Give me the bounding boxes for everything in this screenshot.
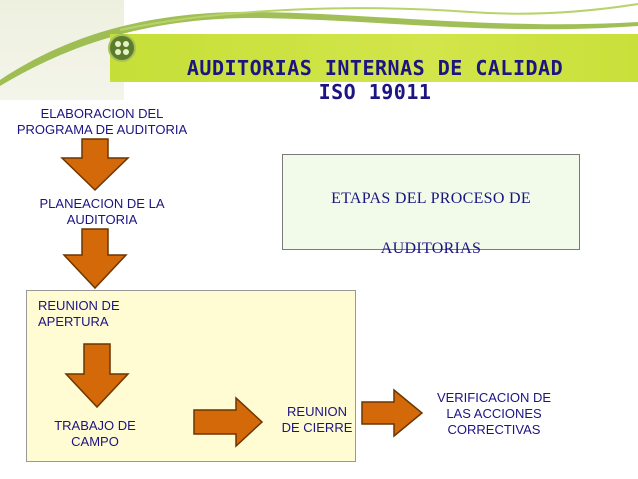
title-bar [110, 34, 638, 82]
etapas-box [282, 154, 580, 250]
etapas-line-2: AUDITORIAS [380, 240, 482, 257]
arrow-icon [361, 388, 424, 438]
step-verificacion: VERIFICACION DE LAS ACCIONES CORRECTIVAS [436, 390, 552, 437]
arrow-icon [62, 228, 128, 290]
etapas-line-1: ETAPAS DEL PROCESO DE [331, 190, 531, 207]
title-line-1: AUDITORIAS INTERNAS DE CALIDAD [186, 56, 564, 80]
step-trabajo-campo: TRABAJO DE CAMPO [54, 418, 136, 449]
arrow-icon [193, 396, 264, 448]
step-planeacion: PLANEACION DE LA AUDITORIA [39, 196, 165, 227]
olive-logo-icon [108, 34, 136, 62]
arrow-icon [60, 138, 130, 192]
header-swoosh-decoration [0, 3, 638, 86]
step-elaboracion: ELABORACION DEL PROGRAMA DE AUDITORIA [16, 106, 188, 137]
step-reunion-apertura: REUNION DE APERTURA [38, 298, 120, 329]
etapas-heading: ETAPAS DEL PROCESO DE AUDITORIAS [282, 174, 580, 274]
step-reunion-cierre: REUNION DE CIERRE [281, 404, 353, 435]
title-line-2: ISO 19011 [318, 80, 432, 104]
page-title: AUDITORIAS INTERNAS DE CALIDAD ISO 19011 [140, 56, 610, 104]
arrow-icon [64, 343, 130, 409]
